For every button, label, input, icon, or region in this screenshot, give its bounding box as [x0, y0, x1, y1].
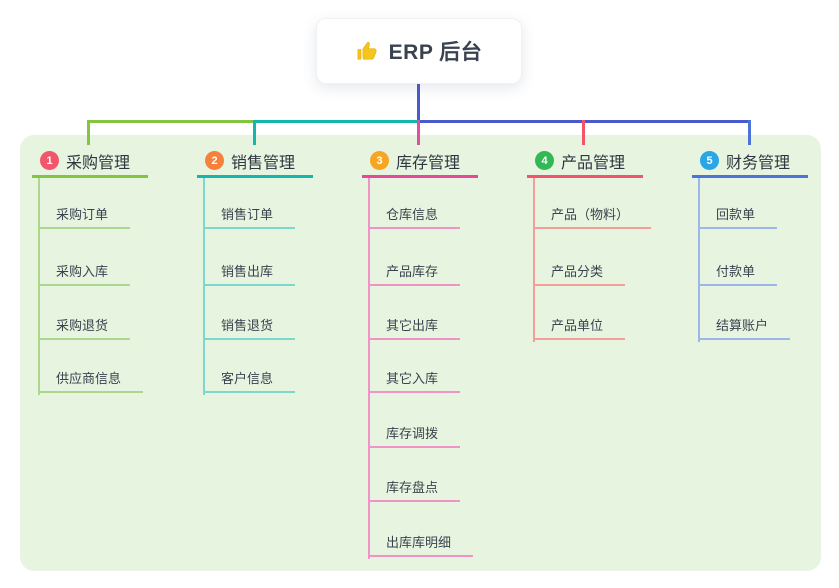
- branch-header-sales[interactable]: 2 销售管理: [197, 146, 313, 178]
- mindmap-item[interactable]: 其它出库: [368, 317, 461, 340]
- item-label: 产品分类: [551, 264, 604, 279]
- branch-number-badge: 2: [205, 151, 224, 170]
- branch-trunk-line: [203, 178, 205, 395]
- mindmap-item[interactable]: 库存调拨: [368, 425, 461, 448]
- mindmap-item[interactable]: 产品（物料）: [533, 206, 652, 229]
- mindmap-item[interactable]: 其它入库: [368, 370, 461, 393]
- mindmap-item[interactable]: 产品库存: [368, 263, 461, 286]
- connector-drop-finance: [748, 120, 751, 145]
- item-label: 产品库存: [386, 264, 439, 279]
- mindmap-item[interactable]: 销售订单: [203, 206, 296, 229]
- branch-header-purchase[interactable]: 1 采购管理: [32, 146, 148, 178]
- connector-drop-product: [582, 120, 585, 145]
- branch-number-badge: 3: [370, 151, 389, 170]
- mindmap-item[interactable]: 采购入库: [38, 263, 131, 286]
- branch-number-badge: 5: [700, 151, 719, 170]
- branch-trunk-line: [698, 178, 700, 342]
- branch-number-badge: 1: [40, 151, 59, 170]
- item-label: 库存调拨: [386, 426, 439, 441]
- item-label: 其它入库: [386, 371, 439, 386]
- mindmap-item[interactable]: 采购退货: [38, 317, 131, 340]
- item-label: 付款单: [716, 264, 756, 279]
- connector-drop-purchase: [87, 120, 90, 145]
- branch-label: 产品管理: [561, 154, 626, 172]
- connector-root-stem: [417, 84, 420, 122]
- mindmap-item[interactable]: 销售退货: [203, 317, 296, 340]
- item-label: 其它出库: [386, 318, 439, 333]
- item-label: 库存盘点: [386, 480, 439, 495]
- branch-header-inventory[interactable]: 3 库存管理: [362, 146, 478, 178]
- item-label: 供应商信息: [56, 371, 122, 386]
- branch-trunk-line: [38, 178, 40, 395]
- mindmap-item[interactable]: 库存盘点: [368, 479, 461, 502]
- mindmap-item[interactable]: 付款单: [698, 263, 778, 286]
- branch-header-finance[interactable]: 5 财务管理: [692, 146, 808, 178]
- connector-bus-green: [87, 120, 255, 123]
- mindmap-item[interactable]: 结算账户: [698, 317, 791, 340]
- item-label: 出库库明细: [386, 535, 452, 550]
- connector-drop-inventory: [417, 120, 420, 145]
- mindmap-item[interactable]: 采购订单: [38, 206, 131, 229]
- mindmap-item[interactable]: 客户信息: [203, 370, 296, 393]
- mindmap-item[interactable]: 仓库信息: [368, 206, 461, 229]
- branch-trunk-line: [533, 178, 535, 342]
- item-label: 产品（物料）: [551, 207, 630, 222]
- item-label: 销售退货: [221, 318, 274, 333]
- branch-label: 销售管理: [231, 154, 296, 172]
- item-label: 回款单: [716, 207, 756, 222]
- branch-number-badge: 4: [535, 151, 554, 170]
- root-title: ERP 后台: [388, 41, 483, 64]
- item-label: 客户信息: [221, 371, 274, 386]
- mindmap-item[interactable]: 供应商信息: [38, 370, 144, 393]
- item-label: 采购入库: [56, 264, 109, 279]
- item-label: 销售订单: [221, 207, 274, 222]
- item-label: 销售出库: [221, 264, 274, 279]
- mindmap-item[interactable]: 产品分类: [533, 263, 626, 286]
- branch-trunk-line: [368, 178, 370, 559]
- connector-bus-teal: [253, 120, 419, 123]
- mindmap-item[interactable]: 回款单: [698, 206, 778, 229]
- branches-panel: [20, 135, 821, 571]
- root-node[interactable]: ERP 后台: [316, 18, 522, 84]
- branch-label: 采购管理: [66, 154, 131, 172]
- item-label: 采购订单: [56, 207, 109, 222]
- branch-label: 财务管理: [726, 154, 791, 172]
- item-label: 结算账户: [716, 318, 769, 333]
- item-label: 仓库信息: [386, 207, 439, 222]
- connector-drop-sales: [253, 120, 256, 145]
- item-label: 采购退货: [56, 318, 109, 333]
- mindmap-item[interactable]: 产品单位: [533, 317, 626, 340]
- mindmap-item[interactable]: 出库库明细: [368, 534, 474, 557]
- item-label: 产品单位: [551, 318, 604, 333]
- branch-label: 库存管理: [396, 154, 461, 172]
- mindmap-item[interactable]: 销售出库: [203, 263, 296, 286]
- branch-header-product[interactable]: 4 产品管理: [527, 146, 643, 178]
- thumbs-up-icon: [356, 40, 379, 63]
